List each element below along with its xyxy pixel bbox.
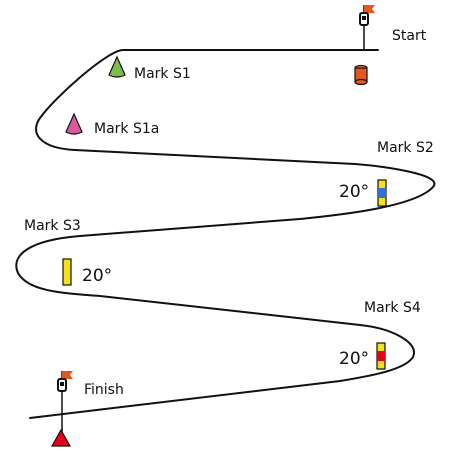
mark-s1a-cone-buoy	[65, 112, 83, 135]
mark-s1-cone-buoy	[108, 55, 126, 78]
mark-s4-angle: 20°	[339, 349, 369, 369]
start-cylinder-buoy	[354, 64, 368, 86]
mark-s2-label: Mark S2	[377, 140, 434, 156]
mark-s1a-label: Mark S1a	[94, 121, 159, 137]
start-committee-boat	[359, 5, 375, 50]
mark-s3-angle: 20°	[82, 266, 112, 286]
start-flag	[364, 5, 375, 13]
finish-flag	[62, 371, 73, 379]
mark-s3-spar	[62, 258, 72, 286]
finish-committee-boat	[57, 371, 73, 432]
mark-s4-spar	[376, 342, 386, 370]
mark-s2-spar	[377, 179, 387, 207]
mark-s1-label: Mark S1	[134, 66, 191, 82]
start-label: Start	[392, 28, 427, 44]
mark-s4-label: Mark S4	[364, 300, 421, 316]
finish-label: Finish	[84, 382, 124, 398]
course-route	[15, 49, 436, 419]
mark-s3-label: Mark S3	[24, 218, 81, 234]
mark-s2-angle: 20°	[339, 182, 369, 202]
finish-triangle-buoy	[50, 428, 72, 447]
